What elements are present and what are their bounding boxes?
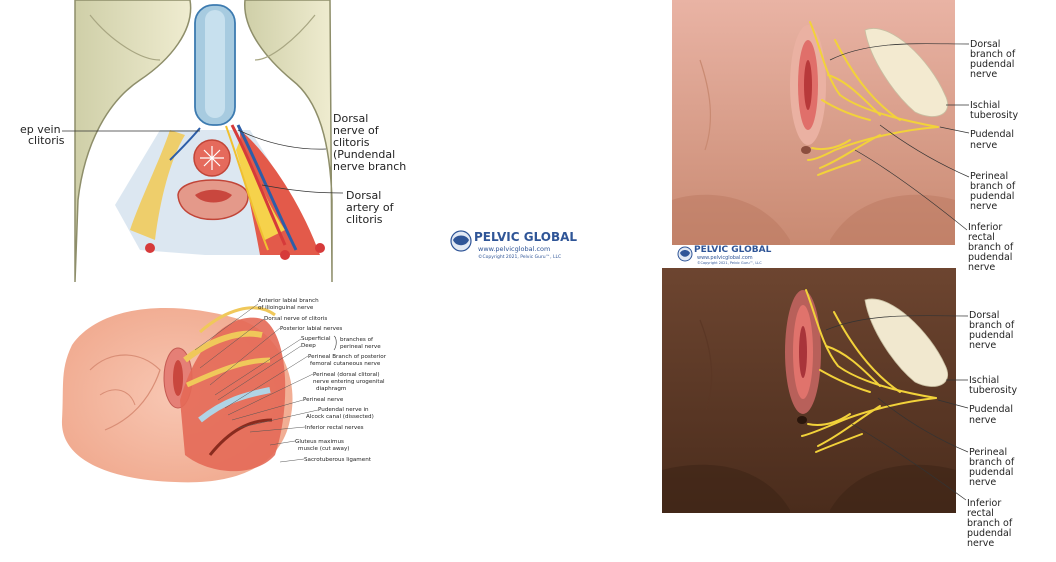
cross-section-illustration [74,0,333,283]
dorsal-nerve-label-line2: nerve of [333,124,380,137]
brand-url: www.pelvicglobal.com [478,245,550,253]
light-dorsal-label: pudendal [970,59,1014,70]
light-ischial-label: Ischial [970,100,1000,111]
pelvic-global-logo-center: PELVIC GLOBAL www.pelvicglobal.com ©Copy… [450,230,577,260]
perineum-label: diaphragm [316,386,346,392]
light-dorsal-label: Dorsal [970,39,1000,50]
dark-dorsal-label: Dorsal [969,310,999,321]
brand-copyright: ©Copyright 2021, Pelvic Guru™, LLC [478,253,561,260]
perineum-label: Anterior labial branch [258,298,319,304]
perineum-label: muscle (cut away) [298,446,349,452]
light-pudendal-label: Pudendal [970,129,1014,140]
perineum-labels: Anterior labial branch of ilioinguinal n… [258,298,387,463]
perineum-illustration [61,306,293,483]
dorsal-artery-label-line2: artery of [346,201,395,214]
dark-perineal-label: pudendal [969,467,1013,478]
light-rectal-label: Inferior [968,222,1002,233]
perineum-label: Sacrotuberous ligament [304,457,372,463]
dark-perineal-label: branch of [969,457,1015,468]
dark-ischial-label: tuberosity [969,385,1017,396]
dark-panel-labels: Dorsal branch of pudendal nerve Ischial … [967,310,1017,549]
pelvic-global-logo-small: PELVIC GLOBAL www.pelvicglobal.com ©Copy… [677,245,772,265]
perineum-label: Gluteus maximus [295,439,344,445]
light-perineal-label: branch of [970,181,1016,192]
light-rectal-label: nerve [968,262,995,273]
dorsal-nerve-label-line3: clitoris [333,136,370,149]
perineum-label: Posterior labial nerves [280,326,342,332]
dark-rectal-label: pudendal [967,528,1011,539]
perineum-label: Alcock canal (dissected) [306,414,374,420]
light-dorsal-label: nerve [970,69,997,80]
light-perineal-label: Perineal [970,171,1008,182]
dark-dorsal-label: pudendal [969,330,1013,341]
dark-ischial-label: Ischial [969,375,999,386]
perineum-label: Dorsal nerve of clitoris [264,316,327,322]
light-dorsal-label: branch of [970,49,1016,60]
perineum-label: Perineal Branch of posterior [308,354,387,360]
brand-name-small: PELVIC GLOBAL [694,245,772,255]
light-rectal-label: pudendal [968,252,1012,263]
perineum-label: Superficial [301,336,331,342]
perineum-label: Perineal nerve [303,397,344,403]
light-skin-illustration [672,0,955,245]
light-rectal-label: branch of [968,242,1014,253]
perineum-label: nerve entering urogenital [313,379,385,385]
dark-skin-illustration [662,268,956,513]
perineum-label: Pudendal nerve in [318,407,369,413]
dark-pudendal-label: Pudendal [969,404,1013,415]
light-perineal-label: pudendal [970,191,1014,202]
perineum-label: Perineal (dorsal clitoral) [313,372,380,378]
dorsal-artery-label-line1: Dorsal [346,189,381,202]
brand-url-small: www.pelvicglobal.com [697,255,753,261]
dorsal-nerve-label-line4: (Pundendal [333,148,395,161]
dark-dorsal-label: branch of [969,320,1015,331]
dark-perineal-label: nerve [969,477,996,488]
perineum-leader-lines [194,303,319,463]
perineum-label: femoral cutaneous nerve [310,361,381,367]
dark-rectal-label: branch of [967,518,1013,529]
dark-rectal-label: nerve [967,538,994,549]
perineum-label: Inferior rectal nerves [305,425,364,431]
light-rectal-label: rectal [968,232,995,243]
light-perineal-label: nerve [970,201,997,212]
perineum-label: perineal nerve [340,344,381,350]
light-ischial-label: tuberosity [970,110,1018,121]
brand-name: PELVIC GLOBAL [474,230,577,244]
dorsal-nerve-label-line1: Dorsal [333,112,368,125]
dark-pudendal-label: nerve [969,415,996,426]
perineum-label: branches of [340,337,374,343]
dorsal-nerve-label-line5: nerve branch [333,160,406,173]
perineum-label: of ilioinguinal nerve [258,305,314,311]
dorsal-artery-label-line3: clitoris [346,213,383,226]
brand-copyright-small: ©Copyright 2021, Pelvic Guru™, LLC [697,261,762,265]
dark-rectal-label: rectal [967,508,994,519]
dark-dorsal-label: nerve [969,340,996,351]
perineum-label: Deep [301,343,316,349]
light-panel-labels: Dorsal branch of pudendal nerve Ischial … [968,39,1018,273]
deep-vein-label-line2: clitoris [28,134,65,147]
deep-vein-label-line1: ep vein [20,123,61,136]
dark-perineal-label: Perineal [969,447,1007,458]
light-pudendal-label: nerve [970,140,997,151]
dark-rectal-label: Inferior [967,498,1001,509]
